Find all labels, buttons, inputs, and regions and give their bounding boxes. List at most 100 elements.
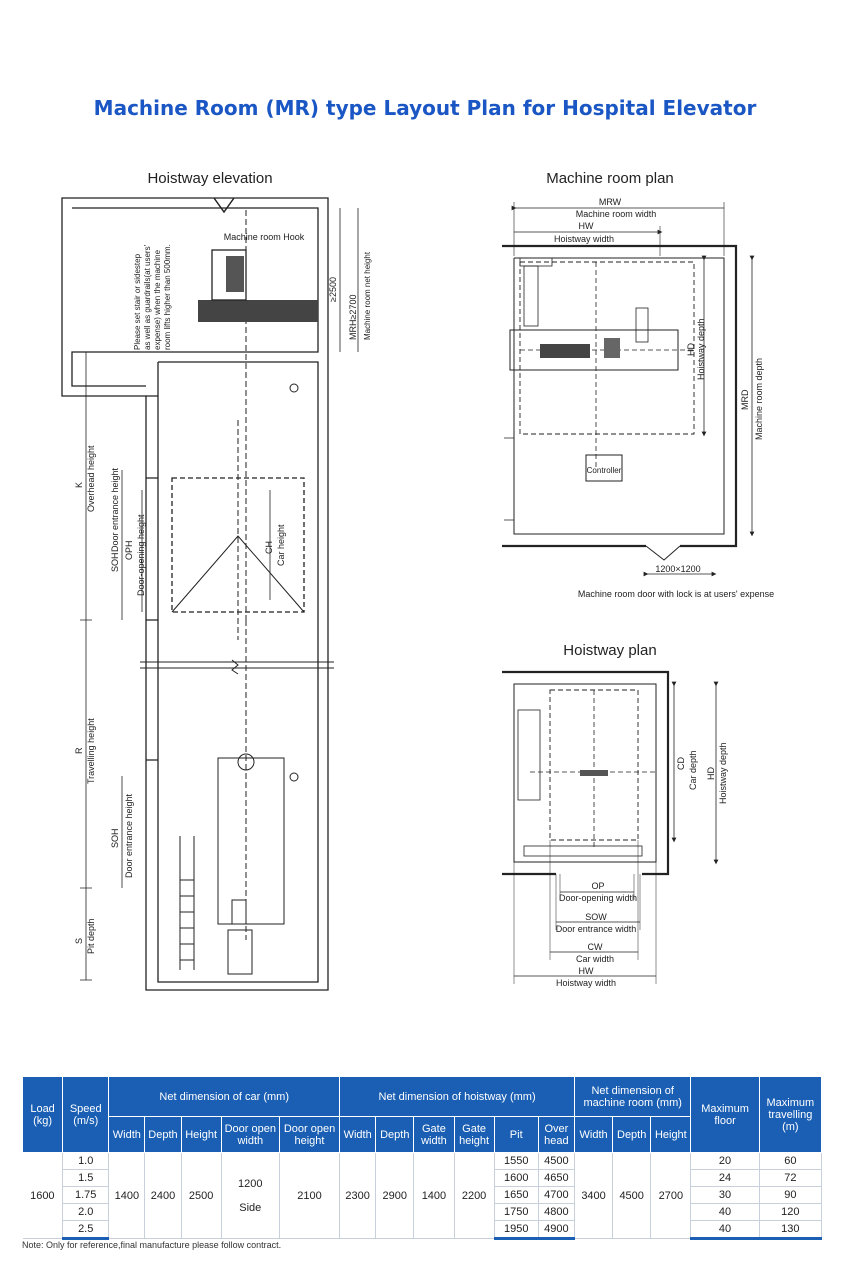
cell-pit: 1550	[494, 1152, 539, 1170]
label-pit-depth: Pit depth	[86, 918, 96, 954]
cell-overhead: 4700	[538, 1186, 576, 1204]
cell-car-width: 1400	[108, 1152, 146, 1239]
cell-max-floor: 24	[690, 1169, 760, 1187]
label-machine-room-depth: Machine room depth	[754, 358, 764, 440]
label-mr-hd: HD	[686, 343, 696, 356]
label-door-opening-width: Door-opening width	[559, 893, 637, 903]
hoistway-plan-drawing	[502, 670, 719, 984]
label-car-depth: Car depth	[688, 750, 698, 790]
cell-door-open-width-value: 1200	[238, 1177, 263, 1190]
header-mr-width: Width	[573, 1116, 614, 1153]
cell-pit: 1600	[494, 1169, 539, 1187]
label-door-entrance-height-lower: Door entrance height	[124, 793, 134, 878]
label-k: K	[74, 482, 84, 488]
cell-hw-width: 2300	[339, 1152, 377, 1239]
caption-machine-room-plan: Machine room plan	[546, 170, 674, 187]
label-mr-hoistway-width: Hoistway width	[554, 234, 614, 244]
specification-table: Load (kg) Speed (m/s) Net dimension of c…	[21, 1076, 823, 1240]
cell-overhead: 4900	[538, 1220, 576, 1240]
label-r: R	[74, 747, 84, 754]
label-machine-room-width: Machine room width	[576, 209, 657, 219]
header-max-floor: Maximum floor	[690, 1076, 760, 1153]
label-hp-hw: HW	[579, 966, 594, 976]
cell-max-travelling: 130	[759, 1220, 823, 1240]
hoistway-elevation-drawing	[61, 197, 359, 991]
cell-max-travelling: 90	[759, 1186, 823, 1204]
footnote: Note: Only for reference,final manufactu…	[22, 1240, 282, 1250]
cell-speed: 1.0	[62, 1152, 110, 1170]
label-s: S	[74, 938, 84, 944]
table-row: 2.0 1750 4800 40 120	[23, 1203, 823, 1221]
header-mr-height: Height	[650, 1116, 692, 1153]
table-row: 1.75 1650 4700 30 90	[23, 1186, 823, 1204]
label-soh: SOH	[110, 552, 120, 572]
layout-drawings: Hoistway elevation	[61, 170, 774, 991]
cell-speed: 2.0	[62, 1203, 110, 1221]
label-mrd: MRD	[740, 389, 750, 410]
label-door-entrance-height: Door entrance height	[110, 467, 120, 552]
header-door-open-height: Door open height	[278, 1116, 341, 1153]
cell-mr-depth: 4500	[612, 1152, 652, 1239]
cell-pit: 1650	[494, 1186, 539, 1204]
cell-max-travelling: 60	[759, 1152, 823, 1170]
cell-mr-width: 3400	[574, 1152, 614, 1239]
label-stair-note-2: as well as guardrails(at users'	[143, 244, 152, 350]
table-row: 1.5 1600 4650 24 72	[23, 1169, 823, 1187]
cell-load: 1600	[22, 1152, 64, 1239]
page-title: Machine Room (MR) type Layout Plan for H…	[93, 96, 757, 120]
cell-door-open-height: 2100	[279, 1152, 341, 1239]
header-car-depth: Depth	[144, 1116, 182, 1153]
label-stair-note-1: Please set stair or sidestep	[133, 253, 142, 350]
label-machine-room-hook: Machine room Hook	[224, 232, 305, 242]
label-hp-hoistway-width: Hoistway width	[556, 978, 616, 988]
header-car-width: Width	[108, 1116, 146, 1153]
label-stair-note-4: room lifts higher than 500mm.	[163, 244, 172, 350]
label-ch: CH	[264, 541, 274, 554]
label-overhead-height: Overhead height	[86, 445, 96, 512]
label-hp-hd: HD	[706, 767, 716, 780]
header-car-height: Height	[180, 1116, 222, 1153]
cell-gate-width: 1400	[413, 1152, 455, 1239]
label-travelling-height: Travelling height	[86, 718, 96, 784]
header-speed: Speed (m/s)	[62, 1076, 110, 1153]
cell-max-travelling: 120	[759, 1203, 823, 1221]
cell-car-height: 2500	[181, 1152, 222, 1239]
cell-door-open-type: Side	[239, 1201, 262, 1214]
label-car-height: Car height	[276, 524, 286, 566]
label-controller: Controller	[587, 466, 622, 475]
cell-car-depth: 2400	[144, 1152, 182, 1239]
header-machine-room-group: Net dimension of machine room (mm)	[573, 1076, 692, 1117]
label-mrh-desc: Machine room net height	[363, 251, 372, 340]
header-hw-depth: Depth	[375, 1116, 415, 1153]
label-door-entrance-width: Door entrance width	[556, 924, 637, 934]
label-dim-2500: ≥2500	[328, 277, 338, 302]
cell-max-travelling: 72	[759, 1169, 823, 1187]
label-stair-note-3: expense) when the machine	[153, 249, 162, 350]
label-car-width: Car width	[576, 954, 614, 964]
header-overhead: Over head	[537, 1116, 576, 1153]
cell-overhead: 4650	[538, 1169, 576, 1187]
label-hp-hoistway-depth: Hoistway depth	[718, 742, 728, 804]
caption-hoistway-elevation: Hoistway elevation	[147, 170, 272, 187]
label-soh-lower: SOH	[110, 828, 120, 848]
label-mrh: MRH≥2700	[348, 295, 358, 340]
cell-max-floor: 40	[690, 1203, 760, 1221]
label-oph: OPH	[124, 540, 134, 560]
label-cd: CD	[676, 757, 686, 770]
label-mr-hoistway-depth: Hoistway depth	[696, 318, 706, 380]
caption-hoistway-plan: Hoistway plan	[563, 642, 656, 659]
cell-hw-depth: 2900	[375, 1152, 415, 1239]
table-row: 2.5 1950 4900 40 130	[23, 1220, 823, 1240]
header-mr-depth: Depth	[612, 1116, 652, 1153]
cell-speed: 1.5	[62, 1169, 110, 1187]
label-mrw: MRW	[599, 197, 622, 207]
header-hoistway-group: Net dimension of hoistway (mm)	[339, 1076, 575, 1117]
header-door-open-width: Door open width	[220, 1116, 280, 1153]
cell-pit: 1750	[494, 1203, 539, 1221]
cell-max-floor: 20	[690, 1152, 760, 1170]
header-gate-height: Gate height	[453, 1116, 495, 1153]
label-door-opening-height: Door-opening height	[136, 514, 146, 596]
header-max-travelling: Maximum travelling (m)	[758, 1076, 823, 1153]
label-mr-hw: HW	[579, 221, 594, 231]
cell-max-floor: 30	[690, 1186, 760, 1204]
